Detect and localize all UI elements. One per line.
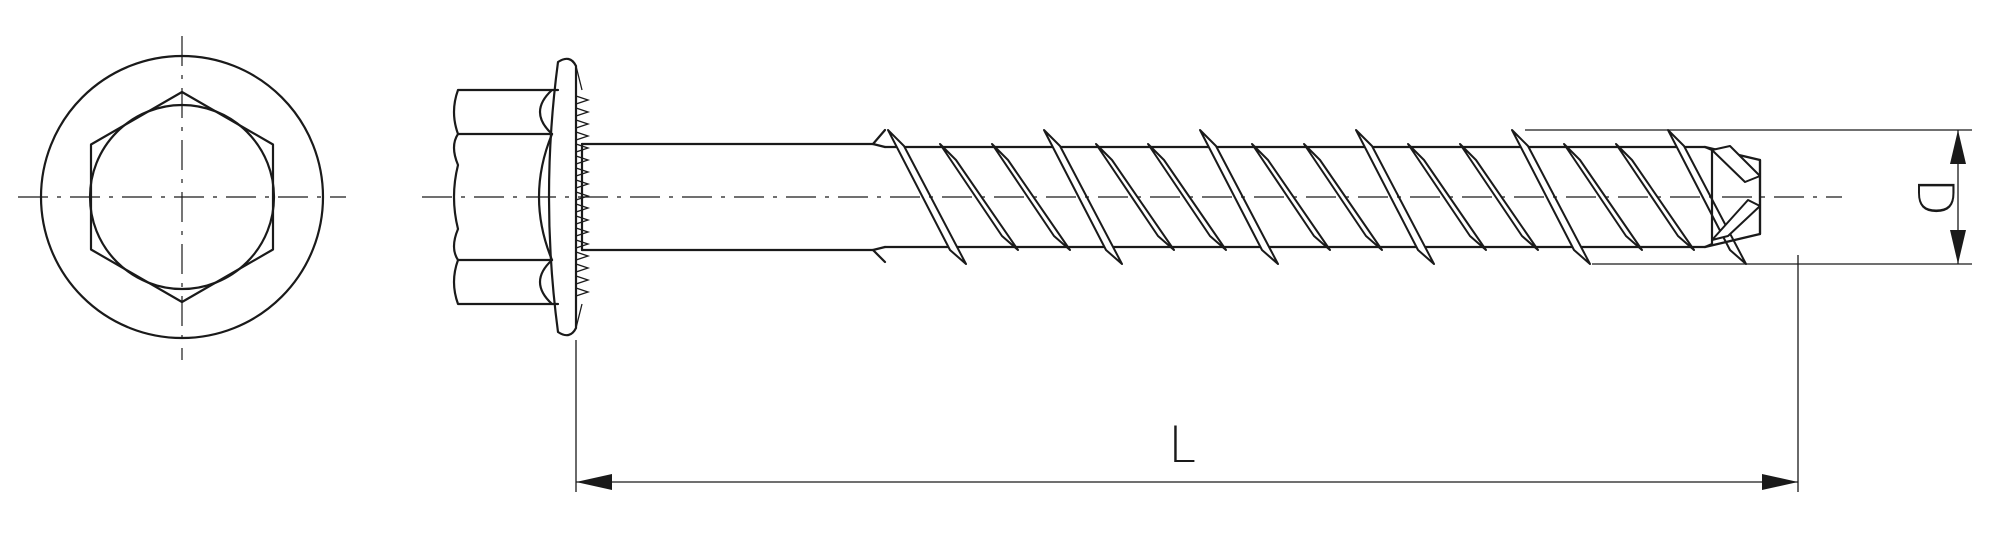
thread-flight <box>1355 129 1435 265</box>
thread-flights <box>887 129 1747 265</box>
diameter-dimension-label: D <box>1906 178 1964 217</box>
serration-tooth <box>575 251 591 261</box>
thread-flight <box>1303 143 1383 251</box>
diameter-arrow-top <box>1950 130 1966 164</box>
end-view <box>18 36 346 360</box>
thread-flight <box>1615 143 1695 251</box>
diameter-arrow-bottom <box>1950 230 1966 264</box>
serration-tooth <box>575 107 591 117</box>
screw-tip <box>1703 145 1762 249</box>
thread-flight <box>1563 143 1643 251</box>
serration-tooth <box>575 263 591 273</box>
shank <box>580 128 887 264</box>
serration-tooth <box>575 239 591 249</box>
serration-tooth <box>575 131 591 141</box>
thread-flight <box>991 143 1071 251</box>
serration-tooth <box>575 167 591 177</box>
thread-flight <box>939 143 1019 251</box>
thread-flight <box>1511 129 1591 265</box>
thread-flight <box>1147 143 1227 251</box>
flange-serrations <box>575 95 591 297</box>
length-dimension-label: L <box>1168 416 1196 474</box>
serration-tooth <box>575 119 591 129</box>
serration-tooth <box>575 203 591 213</box>
length-arrow-right <box>1762 474 1798 490</box>
serration-tooth <box>575 191 591 201</box>
thread-flight <box>1043 129 1123 265</box>
thread-flight <box>1459 143 1539 251</box>
serration-tooth <box>575 287 591 297</box>
serration-tooth <box>575 143 591 153</box>
side-view <box>422 57 1842 337</box>
length-arrow-left <box>576 474 612 490</box>
thread-flight <box>1199 129 1279 265</box>
serration-tooth <box>575 155 591 165</box>
length-dimension: L <box>575 255 1799 492</box>
serration-tooth <box>575 179 591 189</box>
thread-flight <box>1095 143 1175 251</box>
serration-tooth <box>575 227 591 237</box>
serration-tooth <box>575 95 591 105</box>
thread-flight <box>887 129 967 265</box>
thread-flight <box>1251 143 1331 251</box>
diameter-dimension: D <box>1525 129 1972 265</box>
washer-flange <box>547 57 591 337</box>
serration-tooth <box>575 215 591 225</box>
thread-flight <box>1407 143 1487 251</box>
serration-tooth <box>575 275 591 285</box>
